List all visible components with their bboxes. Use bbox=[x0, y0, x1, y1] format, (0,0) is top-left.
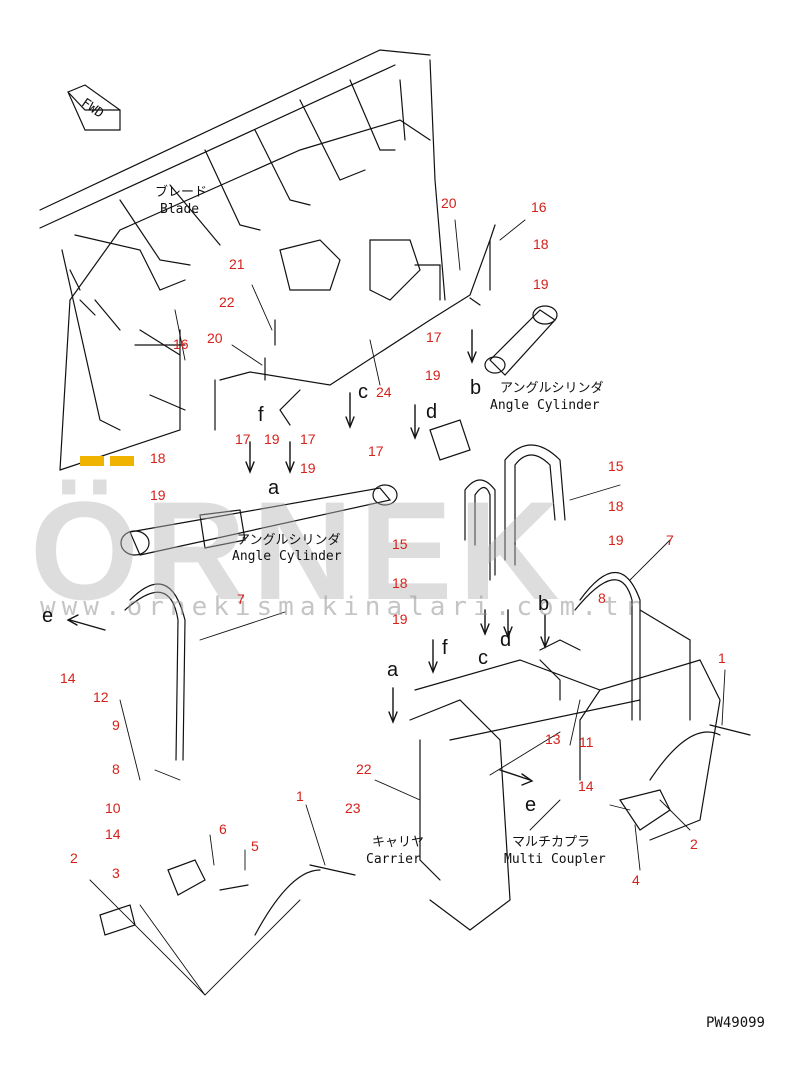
callout-22-bottom: 22 bbox=[356, 761, 372, 777]
block-3 bbox=[99, 859, 249, 936]
letter-e-bottom: e bbox=[525, 794, 537, 816]
callout-1-left: 1 bbox=[296, 788, 304, 804]
callout-19-d: 19 bbox=[300, 460, 316, 476]
callout-21: 21 bbox=[229, 256, 245, 272]
callout-8-right: 8 bbox=[598, 590, 606, 606]
letter-e-left: e bbox=[42, 605, 54, 627]
callout-1-right: 1 bbox=[718, 650, 726, 666]
watermark-accent-icon bbox=[80, 456, 134, 466]
callout-19-mid: 19 bbox=[392, 611, 408, 627]
callout-14-bottom: 14 bbox=[105, 826, 121, 842]
callout-23: 23 bbox=[345, 800, 361, 816]
callout-5: 5 bbox=[251, 838, 259, 854]
callout-19-c: 19 bbox=[264, 431, 280, 447]
callout-11: 11 bbox=[579, 734, 594, 750]
blade-label-jp: ブレード bbox=[155, 185, 208, 200]
callout-7-right: 7 bbox=[666, 532, 674, 548]
callout-19-left: 19 bbox=[150, 487, 166, 503]
letter-c-top: c bbox=[358, 381, 368, 403]
angle-cylinder-left-en: Angle Cylinder bbox=[232, 549, 342, 564]
letter-d-top: d bbox=[426, 401, 438, 423]
callout-3: 3 bbox=[112, 865, 120, 881]
callout-2-left: 2 bbox=[70, 850, 78, 866]
callout-17-b: 17 bbox=[235, 431, 251, 447]
letter-a-bottom: a bbox=[387, 659, 399, 681]
callout-12: 12 bbox=[93, 689, 109, 705]
letter-c-bottom: c bbox=[478, 647, 488, 669]
callout-10: 10 bbox=[105, 800, 121, 816]
carrier-label-jp: キャリヤ bbox=[372, 835, 425, 850]
coupler-label-jp: マルチカプラ bbox=[512, 835, 591, 850]
callout-14-right: 14 bbox=[578, 778, 594, 794]
callout-16-left: 16 bbox=[173, 336, 189, 352]
hose-7-right bbox=[574, 572, 641, 721]
hose-1-left bbox=[254, 864, 356, 936]
callout-20-left: 20 bbox=[207, 330, 223, 346]
callout-17-a: 17 bbox=[426, 329, 442, 345]
callout-14-left: 14 bbox=[60, 670, 76, 686]
watermark-url: www.ornekismakinalari.com.tr bbox=[40, 592, 647, 622]
callout-15-mid: 15 bbox=[392, 536, 408, 552]
callout-6: 6 bbox=[219, 821, 227, 837]
callout-8-left: 8 bbox=[112, 761, 120, 777]
callout-17-d: 17 bbox=[368, 443, 384, 459]
callout-19-b: 19 bbox=[425, 367, 441, 383]
letter-f-top: f bbox=[258, 404, 264, 426]
hose-7-left bbox=[124, 583, 186, 761]
letter-a-top: a bbox=[268, 477, 280, 499]
upper-tubing bbox=[214, 224, 496, 431]
callout-17-c: 17 bbox=[300, 431, 316, 447]
blade-label-en: Blade bbox=[160, 202, 200, 217]
callout-18-left: 18 bbox=[150, 450, 166, 466]
blade-outline bbox=[39, 49, 446, 471]
flow-arrows bbox=[66, 329, 550, 786]
right-angle-cylinder bbox=[429, 305, 558, 461]
watermark-brand: ÖRNEK bbox=[30, 472, 566, 629]
callout-24: 24 bbox=[376, 384, 392, 400]
callout-13: 13 bbox=[545, 731, 561, 747]
left-angle-cylinder bbox=[120, 484, 398, 556]
hose-1-right bbox=[649, 724, 751, 781]
angle-cylinder-right-en: Angle Cylinder bbox=[490, 398, 600, 413]
callout-18-mid: 18 bbox=[392, 575, 408, 591]
carrier-label-en: Carrier bbox=[366, 852, 421, 867]
angle-cylinder-left-jp: アングルシリンダ bbox=[237, 533, 341, 548]
letter-f-bottom: f bbox=[442, 637, 448, 659]
carrier-body bbox=[409, 609, 721, 931]
letter-d-bottom: d bbox=[500, 629, 512, 651]
callout-9: 9 bbox=[112, 717, 120, 733]
callout-15-right: 15 bbox=[608, 458, 624, 474]
coupler-label-en: Multi Coupler bbox=[504, 852, 606, 867]
angle-cylinder-right-jp: アングルシリンダ bbox=[500, 381, 604, 396]
callout-19-right: 19 bbox=[608, 532, 624, 548]
letter-b-top: b bbox=[470, 377, 482, 399]
fwd-arrow-icon bbox=[67, 84, 121, 131]
callout-2-right: 2 bbox=[690, 836, 698, 852]
callout-20-top: 20 bbox=[441, 195, 457, 211]
callout-19-top: 19 bbox=[533, 276, 549, 292]
callout-4: 4 bbox=[632, 872, 640, 888]
callout-18-right: 18 bbox=[608, 498, 624, 514]
leader-lines bbox=[89, 219, 726, 996]
callout-18-top: 18 bbox=[533, 236, 549, 252]
hose-loops bbox=[464, 444, 566, 581]
callout-7-left: 7 bbox=[237, 591, 245, 607]
callout-22-top: 22 bbox=[219, 294, 235, 310]
drawing-code: PW49099 bbox=[705, 1015, 765, 1031]
callout-16-top: 16 bbox=[531, 199, 547, 215]
letter-b-bottom: b bbox=[538, 593, 550, 615]
